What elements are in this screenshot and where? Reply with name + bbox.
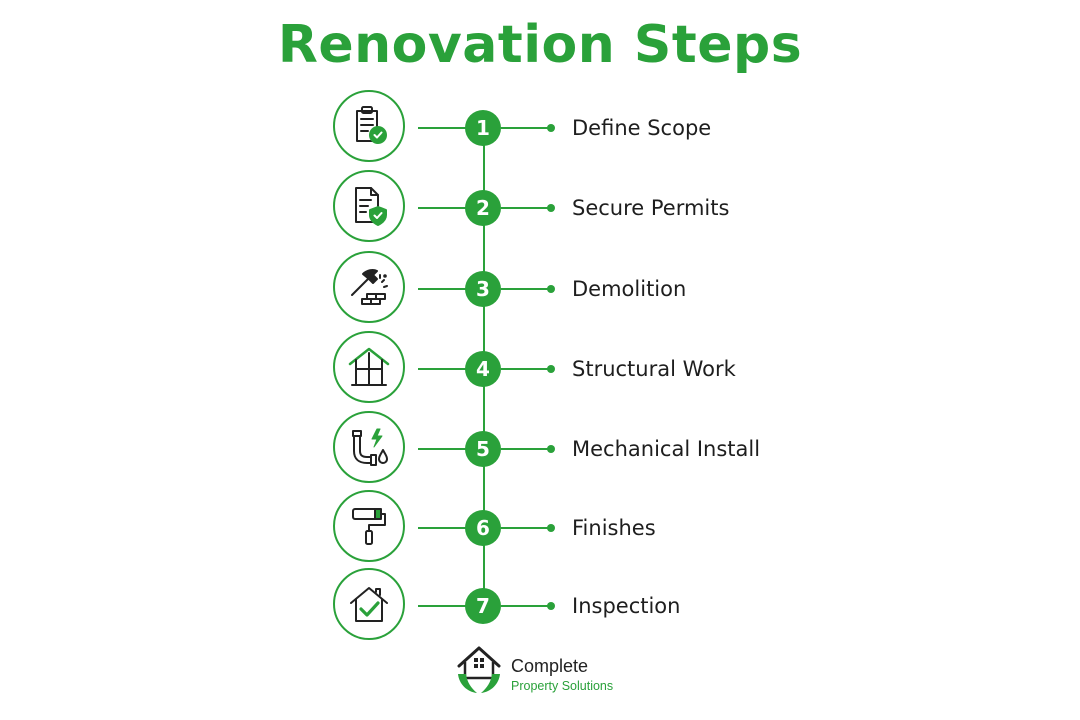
pipe-electric-water-icon — [352, 428, 388, 466]
connector-right — [501, 127, 549, 129]
connector-right — [501, 288, 549, 290]
step-number: 6 — [465, 510, 501, 546]
step-5-icon-circle — [333, 411, 405, 483]
step-label: Demolition — [572, 277, 687, 301]
step-5: 5 Mechanical Install — [0, 411, 1080, 487]
step-4-icon-circle — [333, 331, 405, 403]
step-3: 3 Demolition — [0, 251, 1080, 327]
step-label: Define Scope — [572, 116, 712, 140]
house-check-icon — [350, 587, 388, 622]
company-logo: Complete Property Solutions — [455, 644, 655, 696]
logo-line2: Property Solutions — [511, 679, 614, 693]
hammer-bricks-icon — [351, 269, 388, 305]
step-2: 2 Secure Permits — [0, 170, 1080, 246]
step-label: Inspection — [572, 594, 681, 618]
connector-dot — [547, 285, 555, 293]
clipboard-check-icon — [356, 106, 387, 144]
connector-dot — [547, 124, 555, 132]
house-frame-icon — [348, 347, 390, 386]
step-number: 5 — [465, 431, 501, 467]
paint-roller-icon — [352, 508, 386, 545]
step-number: 2 — [465, 190, 501, 226]
document-shield-icon — [355, 187, 387, 226]
step-label: Structural Work — [572, 357, 736, 381]
step-4: 4 Structural Work — [0, 331, 1080, 407]
step-number: 1 — [465, 110, 501, 146]
step-number: 3 — [465, 271, 501, 307]
step-number: 7 — [465, 588, 501, 624]
connector-left — [418, 127, 468, 129]
connector-left — [418, 368, 468, 370]
connector-dot — [547, 445, 555, 453]
step-label: Secure Permits — [572, 196, 730, 220]
step-7: 7 Inspection — [0, 568, 1080, 644]
step-6-icon-circle — [333, 490, 405, 562]
connector-right — [501, 368, 549, 370]
connector-dot — [547, 524, 555, 532]
step-3-icon-circle — [333, 251, 405, 323]
connector-left — [418, 605, 468, 607]
step-7-icon-circle — [333, 568, 405, 640]
connector-right — [501, 605, 549, 607]
step-label: Mechanical Install — [572, 437, 761, 461]
step-2-icon-circle — [333, 170, 405, 242]
house-hands-logo-icon — [457, 646, 501, 693]
connector-left — [418, 207, 468, 209]
connector-left — [418, 288, 468, 290]
connector-dot — [547, 602, 555, 610]
page-title: Renovation Steps — [277, 15, 803, 75]
connector-right — [501, 207, 549, 209]
step-6: 6 Finishes — [0, 490, 1080, 566]
connector-right — [501, 448, 549, 450]
step-number: 4 — [465, 351, 501, 387]
connector-dot — [547, 365, 555, 373]
step-label: Finishes — [572, 516, 656, 540]
logo-line1: Complete — [511, 656, 589, 676]
step-1-icon-circle — [333, 90, 405, 162]
connector-left — [418, 527, 468, 529]
connector-left — [418, 448, 468, 450]
connector-right — [501, 527, 549, 529]
connector-dot — [547, 204, 555, 212]
step-1: 1 Define Scope — [0, 90, 1080, 166]
